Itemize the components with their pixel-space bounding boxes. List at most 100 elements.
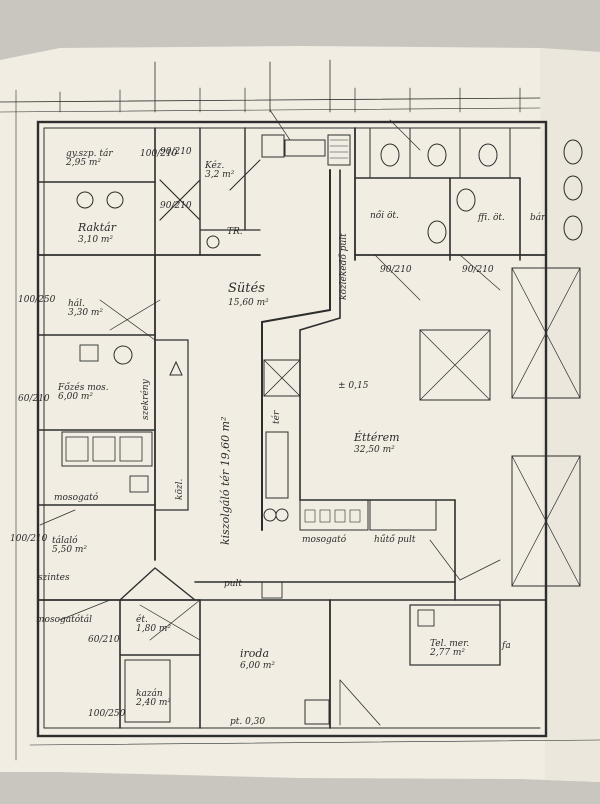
room-label-bar: bár [530, 213, 546, 223]
dimension-label: 60/210 [18, 394, 50, 404]
burner-icon [275, 508, 289, 522]
window-icon [563, 175, 583, 201]
toilet-icon [380, 143, 400, 167]
room-label-ffi: ffi. öt. [478, 213, 505, 223]
basin-icon [106, 191, 124, 209]
annotation-padlo: pt. 0,30 [230, 717, 266, 727]
dimension-label: 100/210 [140, 149, 178, 159]
drain-icon [206, 235, 220, 249]
door-mark [389, 119, 421, 151]
wall [229, 159, 261, 191]
sink-unit [61, 431, 153, 467]
room-label-hal: hál.3,30 m² [68, 299, 104, 318]
annotation-hutopult: hűtő pult [374, 535, 416, 545]
counter [369, 499, 437, 531]
door-mark [429, 539, 461, 581]
annotation-mosogatotal: mosogatótál [36, 615, 93, 625]
annotation-mosogato: mosogató [54, 493, 99, 503]
meter-icon [417, 609, 435, 627]
toilet-icon [478, 143, 498, 167]
drawer [349, 509, 361, 523]
annotation-mosogato2: mosogató [302, 535, 347, 545]
counter [263, 359, 301, 397]
room-label-et: ét.1,80 m² [136, 615, 172, 634]
dimension-label: 60/210 [88, 635, 120, 645]
annotation-tr: TR. [227, 227, 243, 237]
room-label-tel: Tel. mer.2,77 m² [430, 639, 470, 658]
column [304, 699, 330, 725]
annotation-fa: fa [502, 641, 511, 651]
wall-angled [119, 567, 196, 601]
table-cross [419, 329, 491, 401]
table-square [511, 267, 581, 399]
dimension-label: 90/210 [462, 265, 494, 275]
annotation-szekreny: szekrény [141, 379, 151, 420]
room-label-keze: Kéz.3,2 m² [205, 161, 235, 180]
basin-icon [261, 581, 283, 599]
window-icon [563, 139, 583, 165]
annotation-level: ± 0,15 [338, 381, 369, 391]
window-icon [563, 215, 583, 241]
dimension-label: 90/210 [160, 147, 192, 157]
annotation-ter: tér [272, 410, 282, 424]
toilet-icon [456, 188, 476, 212]
table-square [419, 329, 491, 401]
sink-bowl [119, 436, 143, 462]
outer-wall [36, 120, 548, 738]
stair-line [339, 679, 381, 726]
toilet-icon [427, 220, 447, 244]
counter-cross [263, 359, 301, 397]
counter [124, 659, 171, 723]
room-label-noi: női öt. [370, 211, 399, 221]
wall [159, 179, 201, 221]
annotation-kozlekedo: közlekedő pult [339, 233, 349, 300]
dimension-label: 100/210 [10, 534, 48, 544]
door-mark [99, 299, 156, 341]
dimension-line-bottom [29, 739, 600, 746]
door-mark [139, 604, 201, 641]
counter [327, 134, 351, 166]
door-mark [59, 599, 111, 621]
basin-icon [76, 191, 94, 209]
door-mark [149, 599, 201, 641]
annotation-kozl: közl. [175, 478, 185, 500]
table-cross [511, 267, 581, 399]
door-mark [39, 509, 76, 526]
room-label-fozes: Főzés mos.6,00 m² [58, 383, 109, 402]
door-mark [459, 559, 501, 581]
stove [265, 431, 289, 499]
door-mark [459, 254, 501, 291]
table-square [511, 455, 581, 587]
counter [284, 139, 326, 157]
arrow-icon [169, 360, 183, 376]
dimension-label: 90/210 [160, 201, 192, 211]
door-mark [109, 299, 161, 331]
annotation-szintes: szintes [38, 573, 70, 583]
sink-bowl [65, 436, 89, 462]
wall-angled [261, 169, 331, 531]
table-cross [511, 455, 581, 587]
annotation-kiszolgalo: kiszolgáló tér 19,60 m² [219, 416, 232, 545]
basin-icon [113, 345, 133, 365]
basin-icon [79, 344, 99, 362]
dimension-label: 100/250 [18, 295, 56, 305]
annotation-pult: pult [224, 579, 243, 589]
counter [299, 499, 369, 531]
drawer [319, 509, 331, 523]
drawer [304, 509, 316, 523]
door-mark [374, 254, 421, 301]
sink-bowl [92, 436, 116, 462]
paper-right-fold [540, 48, 600, 782]
door-mark [269, 109, 291, 141]
dimension-label: 100/250 [88, 709, 126, 719]
drawer [334, 509, 346, 523]
counter [261, 134, 285, 158]
